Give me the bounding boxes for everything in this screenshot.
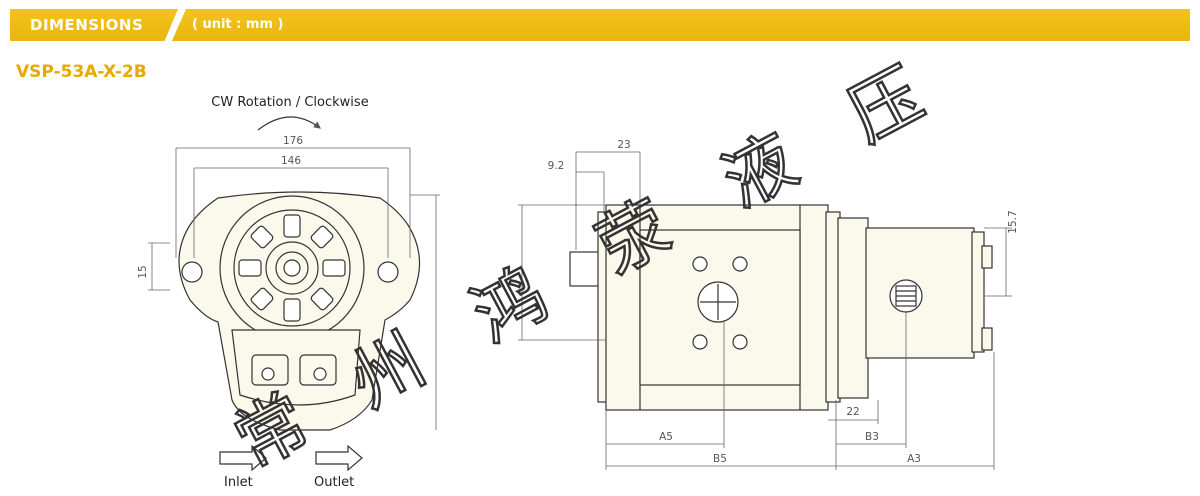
header-bar: DIMENSIONS ( unit : mm ) (10, 9, 1190, 41)
side-dimensions (518, 151, 1012, 470)
label-a3: A3 (907, 453, 921, 465)
watermark-char-6: 压 (836, 53, 936, 158)
side-view (569, 204, 993, 411)
dim-9-2: 9.2 (548, 160, 565, 172)
watermark-char-3: 鸿 (460, 253, 560, 358)
dim-23: 23 (617, 139, 630, 151)
front-view (178, 191, 421, 431)
inlet-arrow-icon (219, 444, 267, 472)
header-unit: ( unit : mm ) (192, 17, 284, 32)
header-title: DIMENSIONS (30, 16, 144, 34)
model-title: VSP-53A-X-2B (16, 62, 147, 82)
dim-15-7: 15.7 (1007, 210, 1019, 233)
dim-22: 22 (846, 406, 859, 418)
rotation-label: CW Rotation / Clockwise (211, 95, 368, 110)
front-dimensions (148, 116, 440, 430)
inlet-label: Inlet (224, 475, 253, 490)
outlet-arrow-icon (315, 444, 363, 472)
outlet-label: Outlet (314, 475, 354, 490)
header-tab (10, 9, 186, 41)
label-b5: B5 (713, 453, 727, 465)
dim-176: 176 (283, 135, 303, 147)
label-a5: A5 (659, 431, 673, 443)
label-b3: B3 (865, 431, 879, 443)
dim-15: 15 (137, 265, 149, 278)
dim-146: 146 (281, 155, 301, 167)
